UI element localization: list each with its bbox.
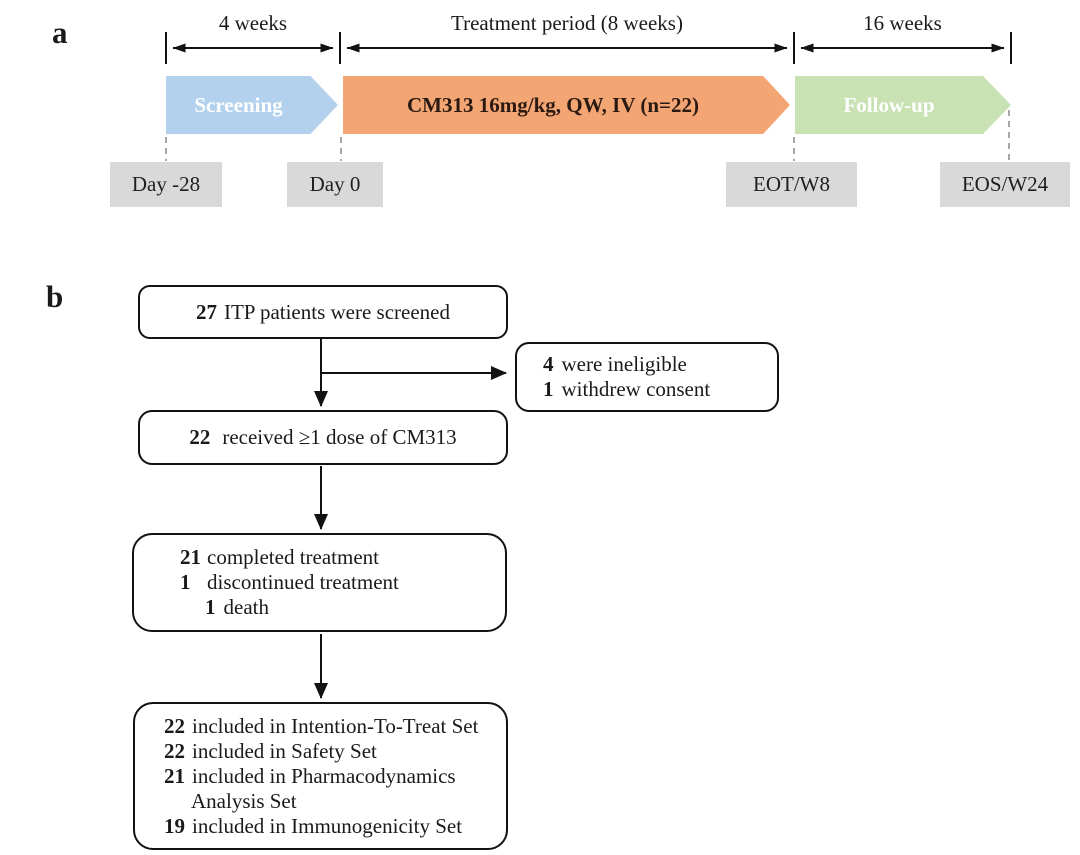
count-screened: 27 [195, 299, 217, 324]
line-text: death [223, 595, 269, 619]
phase-arrow-followup: Follow-up [795, 76, 1011, 134]
line-text: included in Intention-To-Treat Set [192, 713, 479, 738]
flow-box-dosed: 22 received ≥1 dose of CM313 [138, 410, 508, 465]
line-text: included in Safety Set [192, 738, 377, 763]
timeline-ticks [165, 32, 1012, 64]
flow-line: 1 withdrew consent [543, 377, 777, 402]
flow-line: 22 included in Intention-To-Treat Set [164, 714, 506, 739]
line-text: completed treatment [207, 545, 380, 569]
line-text: Analysis Set [191, 788, 297, 813]
milestone-box-day-minus-28: Day -28 [110, 162, 222, 207]
milestone-box-eos-w24: EOS/W24 [940, 162, 1070, 207]
flow-line: 21 included in Pharmacodynamics [164, 764, 506, 789]
flowchart-connector-arrows [314, 339, 507, 699]
line-text: discontinued treatment [207, 570, 399, 594]
flow-line: 4 were ineligible [543, 352, 777, 377]
flow-box-treatment-outcome: 21 completed treatment 1 discontinued tr… [132, 533, 507, 632]
count-dosed: 22 [189, 425, 211, 449]
flow-line: 19 included in Immunogenicity Set [164, 814, 506, 839]
duration-label-followup: 16 weeks [863, 11, 942, 35]
flow-box-excluded: 4 were ineligible 1 withdrew consent [515, 342, 779, 412]
panel-a-label: a [52, 15, 68, 50]
count-safety: 22 [164, 738, 185, 763]
line-text: withdrew consent [561, 377, 711, 401]
count-itt: 22 [164, 713, 185, 738]
flow-line: 1 discontinued treatment [180, 570, 505, 595]
line-text: received ≥1 dose of CM313 [222, 425, 457, 449]
line-text: included in Pharmacodynamics [192, 763, 456, 788]
milestone-box-eot-w8: EOT/W8 [726, 162, 857, 207]
line-text: included in Immunogenicity Set [192, 813, 463, 838]
count-completed: 21 [180, 545, 201, 569]
duration-label-treatment: Treatment period (8 weeks) [451, 11, 683, 35]
count-immunogenicity: 19 [164, 813, 185, 838]
panel-b-label: b [46, 279, 64, 314]
duration-label-screening: 4 weeks [218, 11, 288, 35]
flow-box-screened: 27 ITP patients were screened [138, 285, 508, 339]
flow-line: 1 death [205, 595, 505, 620]
count-ineligible: 4 [543, 352, 554, 376]
line-text: ITP patients were screened [223, 299, 451, 324]
count-pharmacodynamics: 21 [164, 763, 185, 788]
phase-arrow-screening: Screening [166, 76, 338, 134]
count-discontinued: 1 [180, 570, 191, 594]
phase-arrow-treatment: CM313 16mg/kg, QW, IV (n=22) [343, 76, 790, 134]
count-withdrew: 1 [543, 377, 554, 401]
flow-line: 22 included in Safety Set [164, 739, 506, 764]
count-death: 1 [205, 595, 216, 619]
milestone-box-day-0: Day 0 [287, 162, 383, 207]
flow-box-analysis-sets: 22 included in Intention-To-Treat Set 22… [133, 702, 508, 850]
flow-line: 22 received ≥1 dose of CM313 [140, 425, 506, 450]
line-text: were ineligible [561, 352, 687, 376]
flow-line: 27 ITP patients were screened [140, 300, 506, 325]
flow-line-continuation: Analysis Set [191, 789, 506, 814]
flow-line: 21 completed treatment [180, 545, 505, 570]
